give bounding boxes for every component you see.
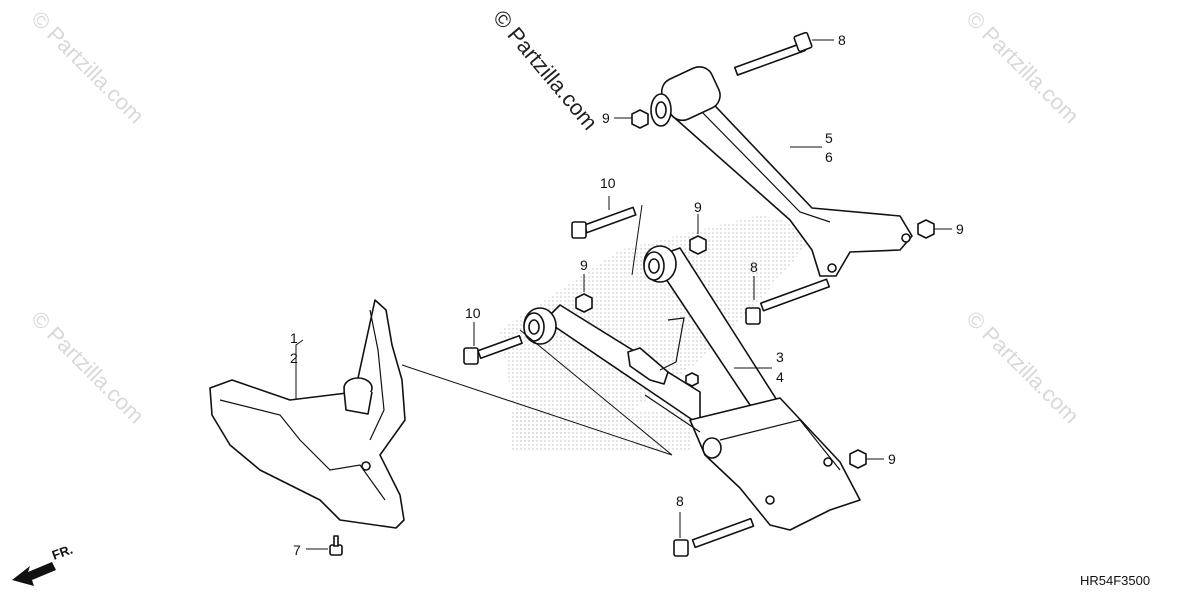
callout-8-mid: 8 [750, 259, 758, 275]
stipple-logo [500, 215, 820, 450]
bolt-8-bottom [673, 517, 755, 557]
bolt-10-lower [463, 334, 523, 365]
callout-8-top: 8 [838, 32, 846, 48]
front-arrow: FR. [12, 542, 75, 586]
front-arrow-icon [12, 562, 56, 586]
callout-10-lower: 10 [465, 305, 481, 321]
callout-8-bottom: 8 [676, 493, 684, 509]
callout-4: 4 [776, 369, 784, 385]
upper-arm [650, 66, 913, 277]
callout-1: 1 [290, 330, 298, 346]
bolt-10-upper [571, 206, 637, 239]
watermark-main: © Partzilla.com [488, 5, 602, 135]
nuts [575, 109, 935, 469]
front-label: FR. [50, 542, 75, 563]
lower-arm [523, 245, 861, 531]
bolt-8-top [734, 31, 813, 76]
callout-5: 5 [825, 130, 833, 146]
callout-labels: 8 9 5 6 9 10 9 9 8 10 3 4 9 8 1 2 7 [290, 32, 964, 558]
callout-9-upper: 9 [694, 199, 702, 215]
callout-2: 2 [290, 350, 298, 366]
watermark-top-right: © Partzilla.com [961, 6, 1084, 129]
callout-3: 3 [776, 349, 784, 365]
watermark-mid-right: © Partzilla.com [961, 306, 1084, 429]
callout-10-upper: 10 [600, 175, 616, 191]
callout-9-top: 9 [602, 110, 610, 126]
callout-9-right: 9 [956, 221, 964, 237]
callout-6: 6 [825, 149, 833, 165]
callout-7: 7 [293, 542, 301, 558]
watermark-top-left: © Partzilla.com [26, 6, 149, 129]
bolt-7 [329, 535, 343, 556]
bolt-8-mid [745, 278, 831, 325]
diagram-code: HR54F3500 [1080, 573, 1150, 588]
callout-9-mid: 9 [580, 257, 588, 273]
callout-9-lower: 9 [888, 451, 896, 467]
leader-lines [295, 39, 952, 550]
watermark-mid-left: © Partzilla.com [26, 306, 149, 429]
guard [209, 299, 406, 529]
